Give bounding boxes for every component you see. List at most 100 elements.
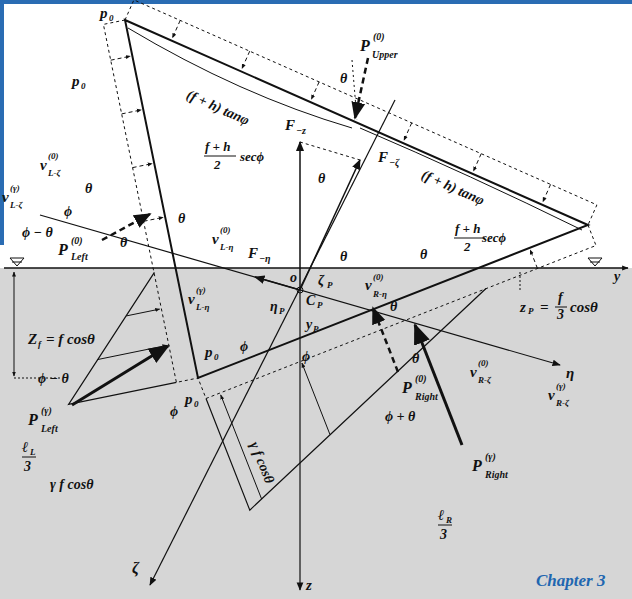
symbol-label: L-η [220, 243, 233, 252]
symbol-label: R-η [373, 290, 387, 299]
symbol-label: v [40, 158, 47, 173]
symbol-label: ϕ − θ [38, 372, 69, 386]
symbol-label: L-η [196, 303, 209, 312]
symbol-label: 0 [214, 353, 219, 362]
symbol-label: −z [296, 126, 306, 136]
symbol-label: y [306, 318, 312, 332]
symbol-label: = f cosθ [46, 332, 95, 347]
symbol-label: Upper [372, 50, 398, 60]
symbol-label: Left [71, 252, 88, 262]
symbol-label: θ [85, 182, 92, 196]
symbol-label: (0) [71, 236, 83, 246]
symbol-label: y [614, 270, 620, 284]
symbol-label: ϕ [302, 350, 310, 364]
symbol-label: θ [318, 172, 325, 186]
symbol-label: ϕ [240, 340, 248, 354]
symbol-label: (γ) [556, 382, 566, 391]
symbol-label: P [528, 307, 534, 316]
symbol-label: v [365, 278, 372, 293]
symbol-label: cosθ [570, 300, 598, 315]
chapter-tag: Chapter 3 [536, 572, 605, 589]
symbol-label: v [2, 190, 9, 205]
symbol-label: f [558, 291, 563, 305]
symbol-label: (γ) [10, 184, 20, 193]
symbol-label: f + h [205, 140, 230, 153]
symbol-label: 0 [194, 400, 199, 409]
symbol-label: p [205, 345, 213, 360]
symbol-label: θ [340, 250, 347, 264]
symbol-label: (γ) [485, 452, 496, 462]
symbol-label: 2 [214, 158, 221, 171]
symbol-label: γ f cosθ [50, 478, 93, 492]
symbol-label: (0) [48, 152, 59, 161]
symbol-label: (0) [373, 32, 385, 42]
symbol-label: p [72, 74, 80, 89]
symbol-label: R-ζ [478, 376, 491, 385]
symbol-label: Right [415, 392, 438, 402]
symbol-label: −η [259, 254, 271, 264]
symbol-label: o [290, 271, 297, 285]
symbol-label: (0) [415, 374, 427, 384]
symbol-label: P [472, 458, 482, 474]
symbol-label: (f + h) tanφ [419, 168, 486, 208]
symbol-label: secϕ [240, 150, 264, 163]
symbol-label: ϕ − θ [22, 226, 53, 240]
symbol-label: R-ζ [556, 399, 569, 408]
symbol-label: θ [412, 352, 419, 366]
symbol-label: P [313, 325, 319, 334]
symbol-label: Z [28, 332, 37, 347]
symbol-label: ϕ [170, 405, 178, 419]
symbol-label: secϕ [482, 231, 506, 244]
symbol-label: ϕ + θ [385, 410, 415, 424]
symbol-label: F [378, 150, 388, 165]
symbol-label: (0) [478, 359, 489, 368]
symbol-label: v [212, 232, 219, 247]
symbol-label: 0 [81, 82, 86, 91]
symbol-label: R [446, 516, 452, 525]
symbol-label: P [28, 412, 38, 428]
symbol-label: θ [178, 212, 185, 226]
symbol-label: ζ [132, 560, 139, 576]
symbol-label: θ [340, 72, 347, 86]
symbol-label: C [306, 294, 315, 308]
symbol-label: ζ [318, 274, 324, 288]
symbol-label: (γ) [41, 406, 52, 416]
symbol-label: 3 [440, 528, 447, 542]
symbol-label: (γ) [196, 286, 206, 295]
symbol-label: 3 [557, 308, 564, 322]
symbol-label: 2 [464, 240, 471, 253]
symbol-label: η [566, 366, 574, 381]
symbol-label: L-ζ [48, 169, 60, 178]
symbol-label: η [270, 300, 278, 314]
symbol-label: v [470, 365, 477, 380]
symbol-label: P [279, 307, 285, 316]
symbol-label: z [520, 300, 526, 315]
symbol-label: L [30, 448, 36, 457]
symbol-label: v [188, 292, 195, 307]
symbol-label: = [540, 300, 549, 315]
symbol-label: 0 [109, 14, 114, 23]
symbol-label: p [100, 6, 108, 21]
symbol-label: z [306, 578, 312, 593]
symbol-label: P [360, 38, 370, 54]
symbol-label: θ [420, 248, 427, 262]
symbol-label: F [285, 118, 295, 133]
symbol-label: ϕ [64, 205, 72, 219]
symbol-label: −ζ [389, 158, 399, 168]
symbol-label: ℓ [22, 440, 28, 455]
symbol-label: p [185, 392, 193, 407]
symbol-label: (f + h) tanφ [184, 88, 251, 128]
symbol-label: θ [120, 236, 127, 250]
symbol-label: P [58, 242, 68, 258]
symbol-label: L-ζ [10, 201, 22, 210]
symbol-label: f + h [455, 222, 480, 235]
symbol-label: Left [41, 424, 58, 434]
symbol-label: 3 [24, 460, 31, 474]
symbol-label: F [248, 246, 258, 261]
symbol-label: ℓ [438, 508, 444, 523]
symbol-label: (0) [373, 273, 384, 282]
symbol-label: P [402, 380, 412, 396]
symbol-label: v [548, 388, 555, 403]
symbol-label: P [327, 281, 333, 290]
